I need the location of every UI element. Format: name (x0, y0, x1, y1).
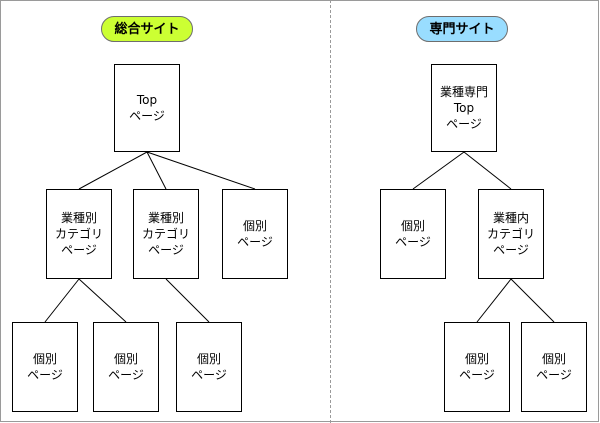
general-category-page-label-2: 業種別 カテゴリ ページ (141, 211, 190, 257)
general-individual-page-label-3: 個別 ページ (191, 352, 227, 382)
connector-line-s-top-s-ind1 (412, 151, 465, 190)
specialty-individual-page-label-3: 個別 ページ (536, 352, 572, 382)
general-individual-page-box-3: 個別 ページ (176, 322, 242, 412)
specialty-individual-page-box-3: 個別 ページ (521, 322, 587, 412)
connector-line-s-cat-s-ind2 (476, 278, 512, 323)
general-category-page-label-1: 業種別 カテゴリ ページ (54, 211, 103, 257)
specialty-site-title-text: 専門サイト (429, 22, 495, 37)
connector-line-s-top-s-cat (463, 151, 512, 190)
section-divider (330, 0, 331, 423)
general-site-title-text: 総合サイト (114, 22, 180, 37)
connector-line-g-top-g-cat1 (78, 151, 148, 190)
connector-line-g-cat1-g-ind1 (44, 278, 80, 323)
general-individual-page-box-2: 個別 ページ (93, 322, 159, 412)
specialty-site-title: 専門サイト (416, 16, 508, 42)
specialty-individual-page-box-2: 個別 ページ (444, 322, 510, 412)
general-individual-page-label-4: 個別 ページ (237, 219, 273, 249)
connector-line-s-cat-s-ind3 (510, 278, 555, 323)
general-category-page-box-1: 業種別 カテゴリ ページ (46, 189, 112, 279)
specialty-category-page-box: 業種内 カテゴリ ページ (478, 189, 544, 279)
connector-line-g-cat2-g-ind3 (165, 278, 210, 323)
specialty-top-page-label: 業種専門 Top ページ (439, 85, 488, 131)
general-category-page-box-2: 業種別 カテゴリ ページ (133, 189, 199, 279)
specialty-individual-page-label-1: 個別 ページ (395, 219, 431, 249)
specialty-category-page-label: 業種内 カテゴリ ページ (486, 211, 535, 257)
general-individual-page-box-1: 個別 ページ (12, 322, 78, 412)
general-top-page-label: Top ページ (129, 93, 165, 123)
general-top-page-box: Top ページ (114, 64, 180, 152)
specialty-individual-page-label-2: 個別 ページ (459, 352, 495, 382)
connector-line-g-cat1-g-ind2 (78, 278, 127, 323)
general-site-title: 総合サイト (101, 16, 193, 42)
general-individual-page-label-1: 個別 ページ (27, 352, 63, 382)
specialty-individual-page-box-1: 個別 ページ (380, 189, 446, 279)
general-individual-page-box-4: 個別 ページ (222, 189, 288, 279)
specialty-top-page-box: 業種専門 Top ページ (431, 64, 497, 152)
connector-line-g-top-g-ind4 (146, 151, 256, 190)
general-individual-page-label-2: 個別 ページ (108, 352, 144, 382)
connector-line-g-top-g-cat2 (146, 151, 167, 190)
